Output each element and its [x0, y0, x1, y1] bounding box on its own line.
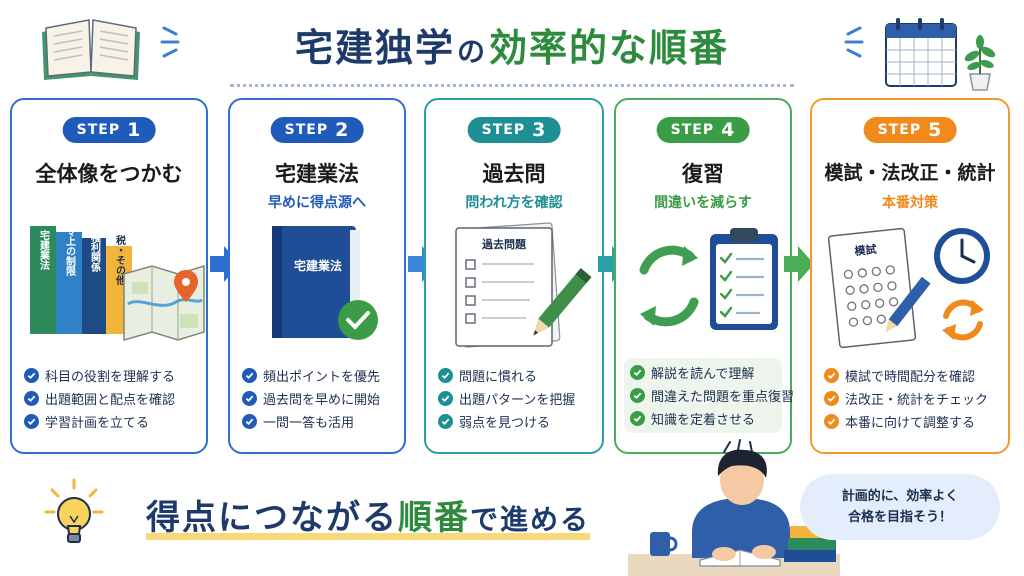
pencil-icon [533, 268, 592, 336]
title-part2: 効率的な順番 [489, 25, 730, 70]
list-item: 解説を読んで理解 [630, 361, 776, 384]
step-badge: STEP 1 [62, 117, 156, 143]
title-part1: 宅建独学 [294, 25, 455, 70]
step-subtitle: 本番対策 [882, 195, 938, 211]
mock-exam-illustration: 模試 [827, 227, 990, 349]
step-badge: STEP 3 [467, 117, 561, 143]
arrow-right-icon [598, 246, 628, 282]
sparkle-right-icon [844, 26, 864, 58]
list-item: 本番に向けて調整する [824, 410, 998, 433]
bottom-message: 得点につながる 順番 で進める [146, 490, 591, 540]
subject-books-icon: 宅建業法 法令上の制限 権利関係 税・その他 [30, 215, 205, 341]
list-item: 一問一答も活用 [242, 410, 394, 433]
book-label-1: 宅建業法 [38, 229, 51, 271]
list-item: 出題パターンを把握 [438, 387, 592, 410]
list-item: 法改正・統計をチェック [824, 387, 998, 410]
check-icon [24, 391, 39, 406]
map-pin-icon [174, 270, 198, 302]
title-divider [230, 84, 794, 87]
list-item: 知識を定着させる [630, 407, 776, 430]
paper-title: 過去問題 [481, 237, 527, 251]
check-icon [242, 368, 257, 383]
mock-paper-title: 模試 [854, 242, 877, 258]
bubble-line-2: 合格を目指そう！ [847, 510, 952, 525]
list-item: 間違えた問題を重点復習 [630, 384, 794, 407]
review-illustration [639, 228, 778, 330]
title-particle: の [456, 34, 487, 68]
encouragement-bubble: 計画的に、効率よく 合格を目指そう！ [800, 474, 1000, 540]
step-points: 解説を読んで理解 間違えた問題を重点復習 知識を定着させる [624, 358, 794, 433]
step-badge: STEP 4 [656, 117, 750, 143]
book-cover-label: 宅建業法 [294, 258, 342, 273]
calendar-icon [885, 18, 996, 91]
book-label-3: 権利関係 [89, 231, 101, 273]
step-title: 模試・法改正・統計 [824, 162, 996, 184]
step-subtitle: 問われ方を確認 [465, 195, 563, 211]
check-icon [824, 368, 839, 383]
step-title: 復習 [682, 162, 724, 186]
list-item: 過去問を早めに開始 [242, 387, 394, 410]
check-icon [438, 368, 453, 383]
step-points: 問題に慣れる 出題パターンを把握 弱点を見つける [438, 364, 592, 433]
step-points: 科目の役割を理解する 出題範囲と配点を確認 学習計画を立てる [24, 364, 196, 433]
step-points: 模試で時間配分を確認 法改正・統計をチェック 本番に向けて調整する [824, 364, 998, 433]
step-badge: STEP 5 [863, 117, 957, 143]
list-item: 学習計画を立てる [24, 410, 196, 433]
list-item: 問題に慣れる [438, 364, 592, 387]
check-icon [630, 411, 645, 426]
check-icon [242, 414, 257, 429]
step-title: 全体像をつかむ [35, 162, 183, 186]
step-card-3: STEP 3 過去問 問われ方を確認 過去問題 問題に慣れる 出題パターンを把握… [424, 98, 604, 454]
check-icon [824, 414, 839, 429]
page-title: 宅建独学 の 効率的な順番 [0, 14, 1024, 74]
past-exam-paper-icon: 過去問題 [455, 222, 592, 348]
list-item: 頻出ポイントを優先 [242, 364, 394, 387]
list-item: 弱点を見つける [438, 410, 592, 433]
pencil-icon [885, 276, 931, 333]
step-card-2: STEP 2 宅建業法 早めに得点源へ 宅建業法 頻出ポイントを優先 過去問を早… [228, 98, 406, 454]
step-subtitle: 間違いを減らす [654, 195, 752, 211]
step-card-5: STEP 5 模試・法改正・統計 本番対策 模試 模試で時間配分を [810, 98, 1010, 454]
check-icon [24, 368, 39, 383]
list-item: 模試で時間配分を確認 [824, 364, 998, 387]
check-icon [438, 414, 453, 429]
arrow-right-icon [784, 246, 814, 282]
arrow-right-icon [210, 246, 240, 282]
step-card-4: STEP 4 復習 間違いを減らす 解説を読んで理解 間違えた問題を重点復習 知… [614, 98, 794, 454]
check-badge-icon [338, 300, 378, 340]
check-icon [630, 365, 645, 380]
law-book-icon: 宅建業法 [272, 226, 378, 340]
step-title: 過去問 [482, 162, 546, 186]
check-icon [824, 391, 839, 406]
lightbulb-icon [44, 478, 104, 543]
step-title: 宅建業法 [275, 162, 359, 186]
check-icon [630, 388, 645, 403]
open-book-icon [42, 19, 140, 80]
clipboard-icon [710, 228, 778, 330]
check-icon [438, 391, 453, 406]
step-badge: STEP 2 [270, 117, 364, 143]
step-card-1: STEP 1 全体像をつかむ 宅建業法 法令上の制限 権利関係 税・その他 科目… [10, 98, 208, 454]
clock-icon [934, 228, 990, 284]
book-label-4: 税・その他 [114, 234, 127, 286]
plant-icon [964, 35, 996, 91]
book-label-2: 法令上の制限 [64, 215, 77, 277]
mug-icon [650, 532, 678, 556]
check-icon [24, 414, 39, 429]
sparkle-left-icon [160, 26, 180, 58]
list-item: 出題範囲と配点を確認 [24, 387, 196, 410]
step-points: 頻出ポイントを優先 過去問を早めに開始 一問一答も活用 [242, 364, 394, 433]
bubble-line-1: 計画的に、効率よく [841, 489, 959, 504]
arrow-right-icon [408, 246, 438, 282]
list-item: 科目の役割を理解する [24, 364, 196, 387]
step-subtitle: 早めに得点源へ [268, 195, 366, 211]
check-icon [242, 391, 257, 406]
